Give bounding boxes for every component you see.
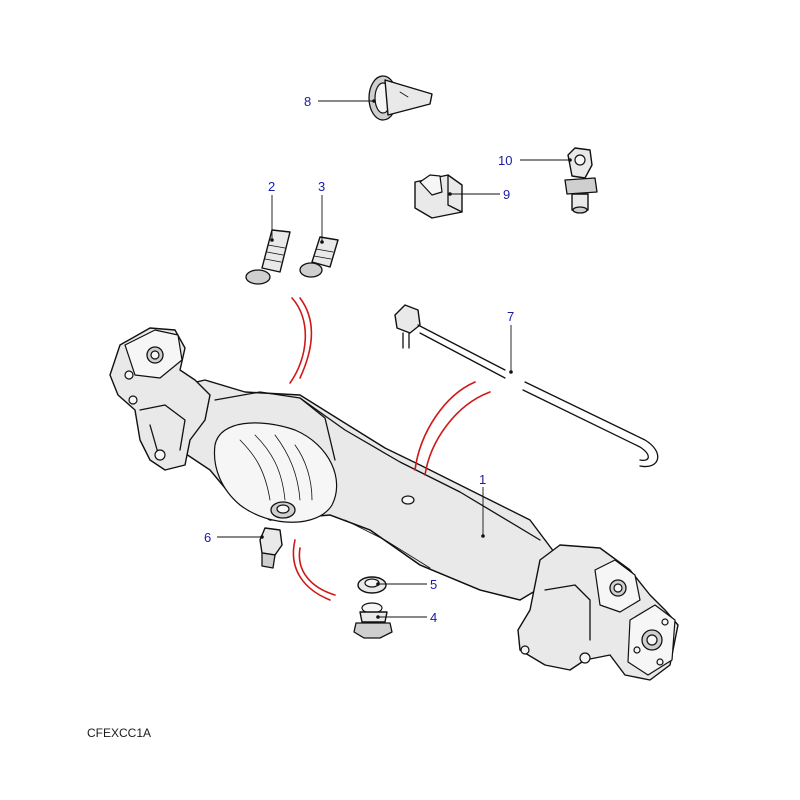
callout-3: 3: [318, 179, 325, 194]
fitment-arc-pipe-inner: [424, 391, 491, 476]
callout-6: 6: [204, 530, 211, 545]
sealing-washer: [357, 576, 387, 594]
cable-tie-strap: [368, 75, 433, 121]
pipe-clip: [414, 174, 463, 219]
callout-4: 4: [430, 610, 437, 625]
fitment-arc-studs-outer: [289, 297, 307, 384]
callout-5: 5: [430, 577, 437, 592]
fitment-arc-pipe-outer: [414, 381, 476, 471]
fitment-arcs: [289, 297, 491, 601]
callout-1: 1: [479, 472, 486, 487]
pipe-clip-fixing: [564, 147, 598, 214]
callout-7: 7: [507, 309, 514, 324]
callout-numbers: 1 2 3 4 5 6 7 8 9 10: [204, 94, 514, 625]
fitment-arc-plug-outer: [292, 539, 331, 601]
callout-8: 8: [304, 94, 311, 109]
callout-2: 2: [268, 179, 275, 194]
drain-plug: [259, 527, 283, 569]
diagram-reference-code: CFEXCC1A: [87, 726, 151, 740]
wheel-stud-long: [245, 229, 291, 285]
axle-casing: [109, 327, 679, 681]
filler-plug: [353, 602, 393, 639]
callout-10: 10: [498, 153, 512, 168]
leader-lines: [217, 99, 572, 619]
fitment-arc-plug-inner: [298, 547, 336, 596]
callout-9: 9: [503, 187, 510, 202]
wheel-stud-short: [299, 236, 339, 278]
fitment-arc-studs-inner: [299, 297, 313, 379]
breather-pipe: [394, 304, 659, 468]
